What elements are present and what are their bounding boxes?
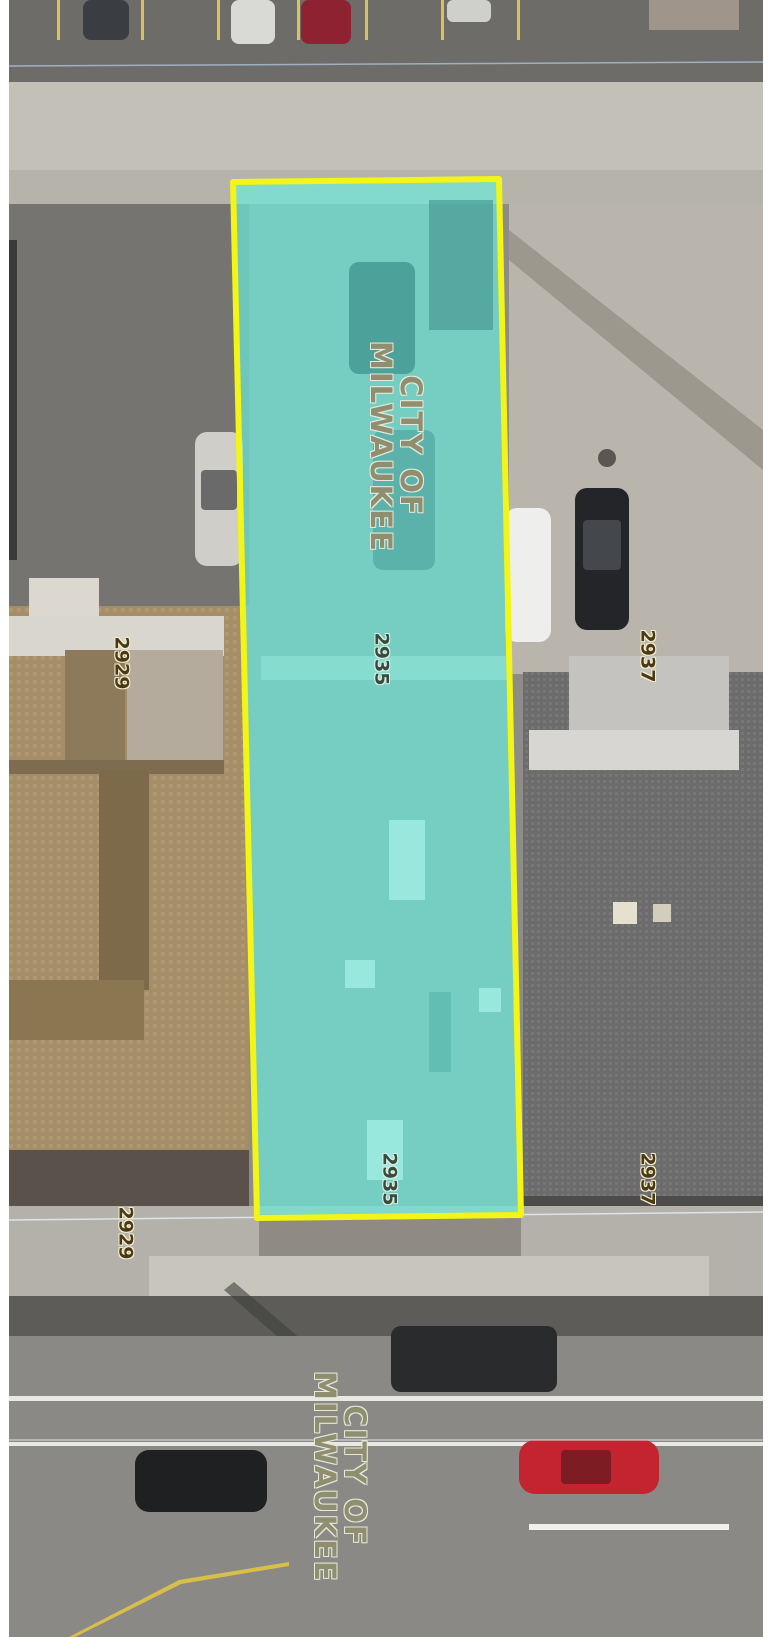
parked-car-west <box>195 432 243 566</box>
address-label-2929-north: 2929 <box>110 636 133 690</box>
parked-cars-east <box>505 488 629 642</box>
municipality-label-parcel: CITY OF MILWAUKEE <box>364 341 428 553</box>
aerial-map[interactable]: 2935 2935 2929 2929 2937 2937 CITY OF MI… <box>9 0 763 1637</box>
address-label-2937-south: 2937 <box>636 1152 659 1206</box>
parked-cars-north <box>83 0 739 44</box>
parking-stripes <box>57 0 520 40</box>
parcel-address-label-repeat: 2935 <box>378 1152 401 1206</box>
address-label-2929-south: 2929 <box>114 1206 137 1260</box>
municipality-label-street: CITY OF MILWAUKEE <box>308 1371 372 1583</box>
address-label-2937-north: 2937 <box>636 629 659 683</box>
selected-parcel-2935 <box>230 176 524 1221</box>
parking-lot-north <box>9 0 763 82</box>
aerial-imagery <box>9 0 763 1637</box>
street-vehicles <box>135 1326 659 1512</box>
parcel-address-label: 2935 <box>370 632 393 686</box>
